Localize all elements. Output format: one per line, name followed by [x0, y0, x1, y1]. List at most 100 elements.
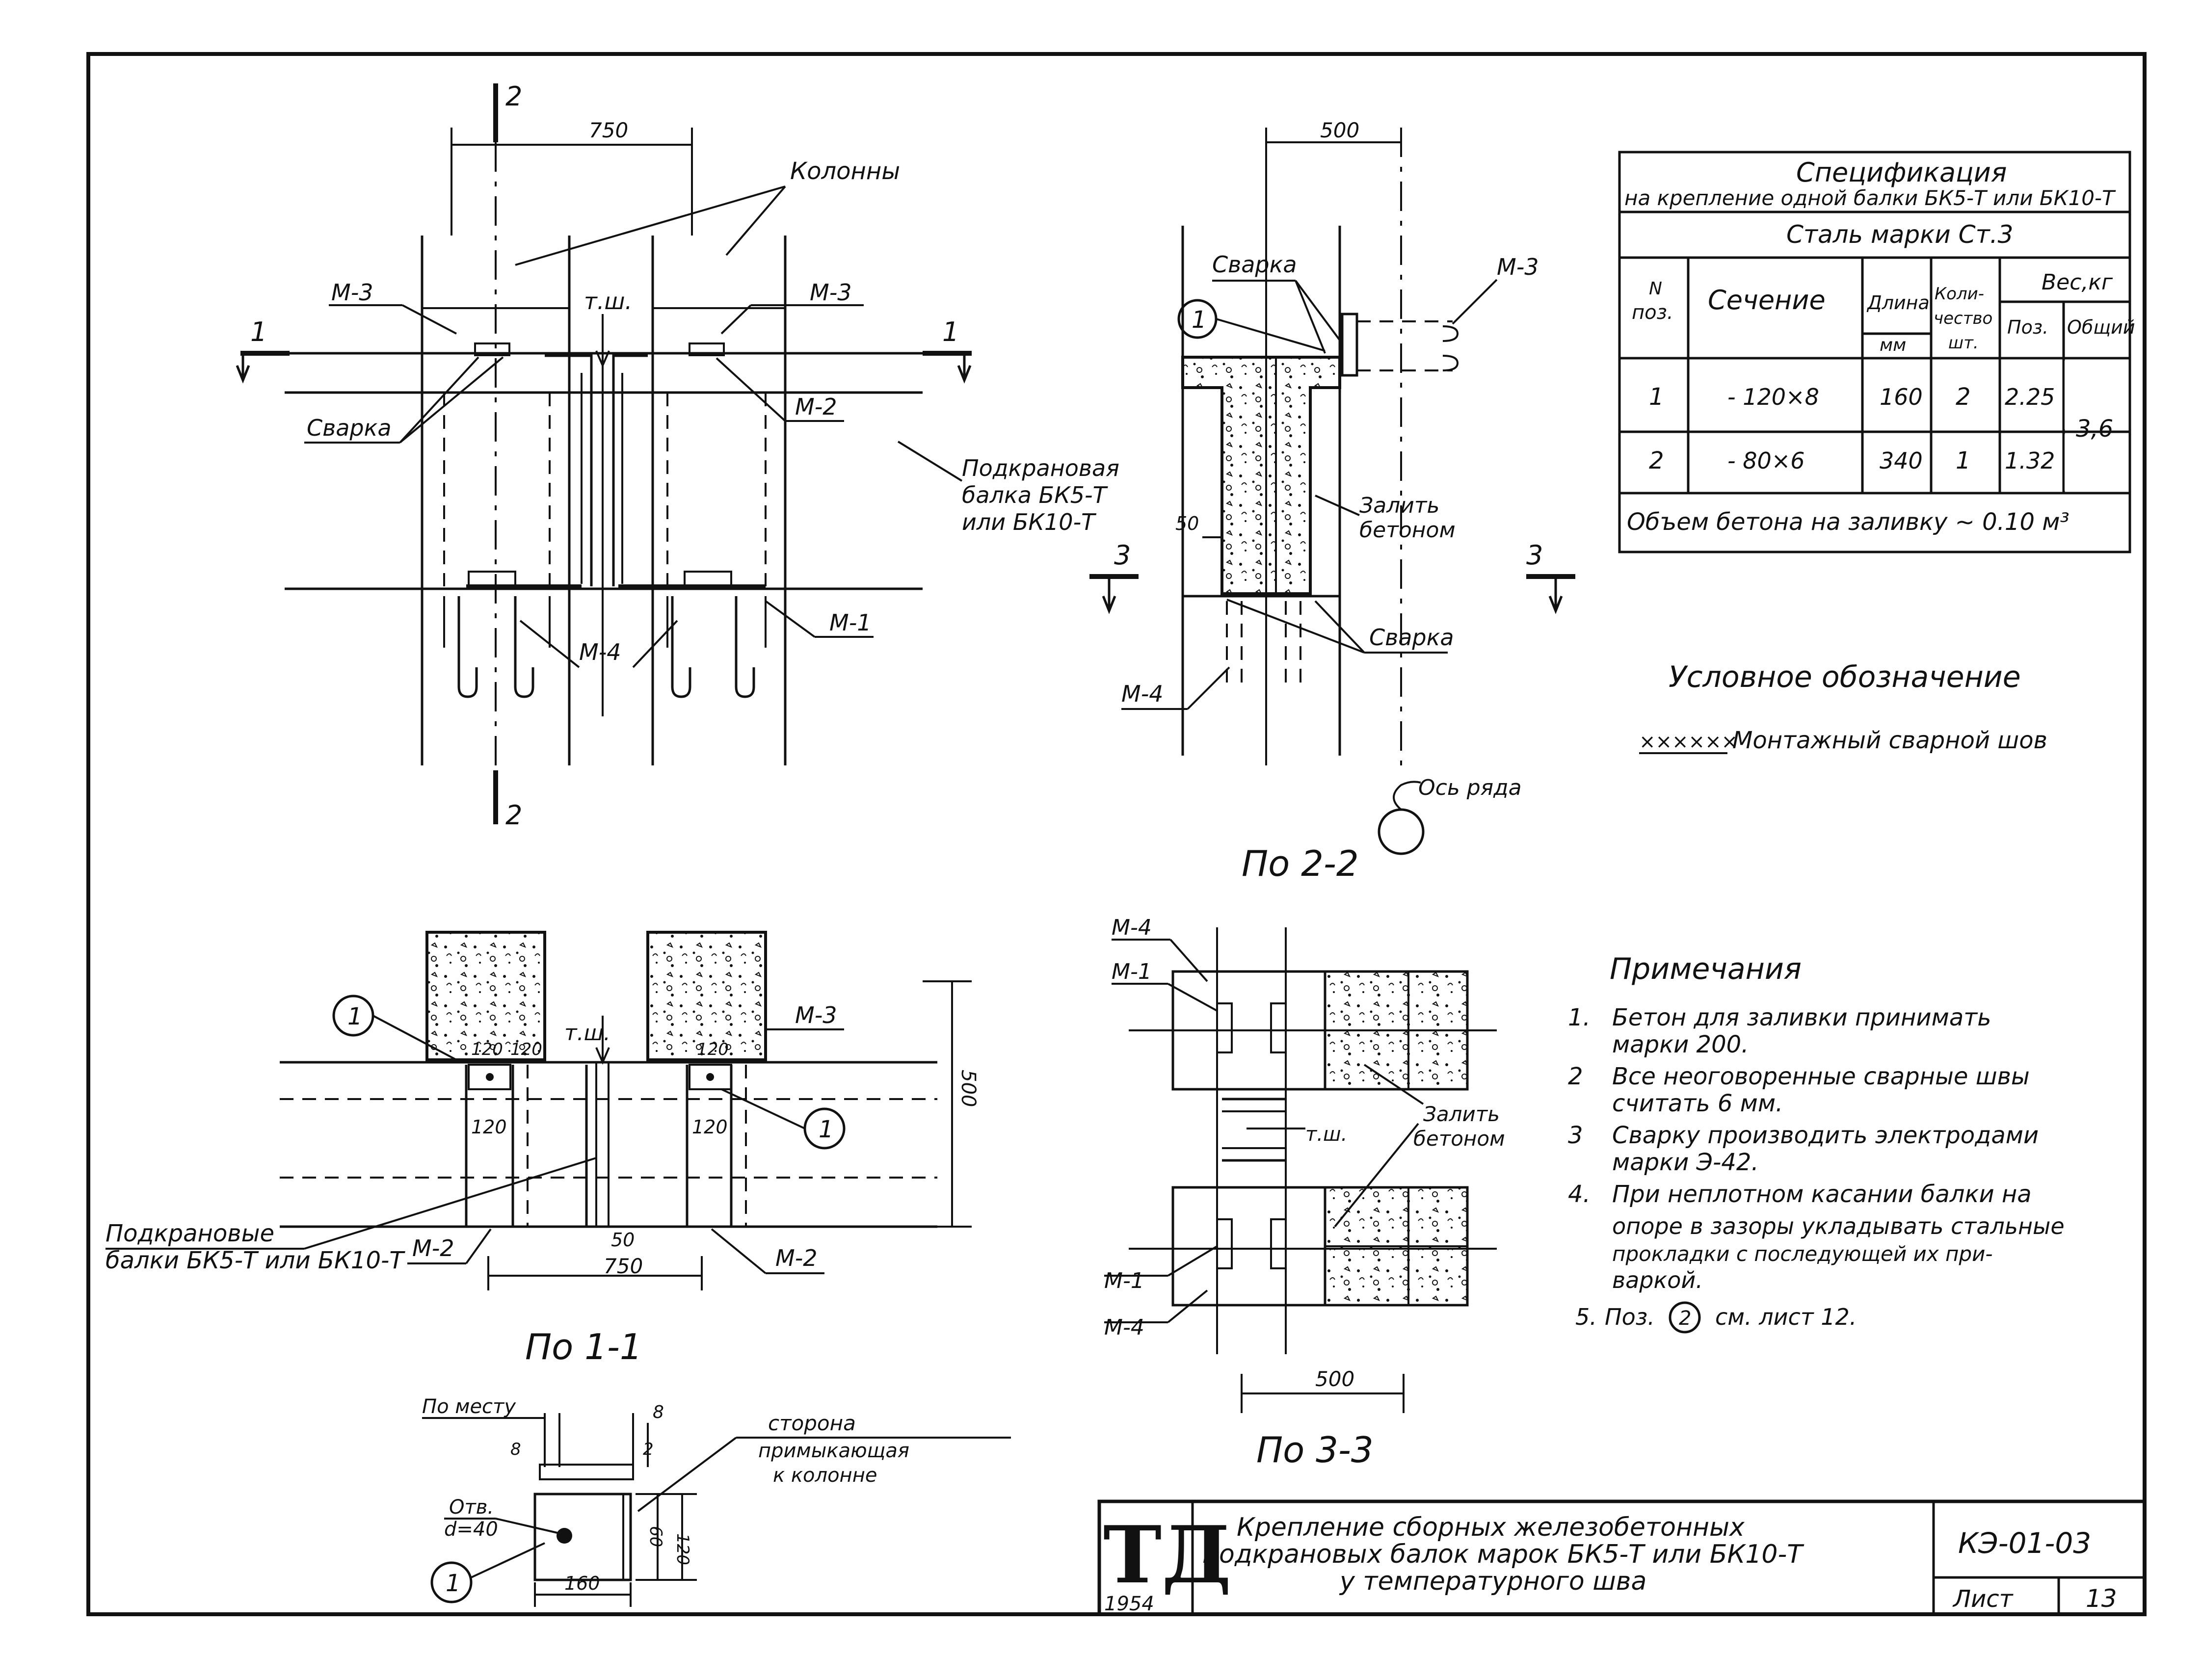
- spec-col-weight-total: Общий: [2067, 316, 2135, 338]
- section-1-left: 1: [250, 316, 267, 347]
- spec-row2-length: 340: [1880, 447, 1923, 474]
- note-4-line-1: При неплотном касании балки на: [1612, 1181, 2032, 1208]
- label-m2-1-1-right: М-2: [775, 1245, 818, 1271]
- label-in-place: По месту: [422, 1395, 516, 1418]
- legend-symbol: ××××××: [1639, 731, 1738, 753]
- label-pour-3-3-1: Залить: [1423, 1102, 1500, 1126]
- label-side-1: сторона: [768, 1411, 856, 1435]
- label-m4-top: М-4: [579, 639, 621, 665]
- label-m3-1-1: М-3: [795, 1002, 837, 1028]
- label-svarka-side-bottom: Сварка: [1369, 624, 1454, 651]
- dim-500-side: 500: [1320, 118, 1359, 142]
- view-side: 500 М-3 Сварка 1 Залить бетоном 50 3 3: [1089, 118, 1575, 884]
- note-4-line-3: прокладки с последующей их при-: [1612, 1242, 1993, 1266]
- note-3-line-1: Сварку производить электродами: [1612, 1122, 2039, 1149]
- spec-col-qty-1: Коли-: [1935, 284, 1984, 304]
- spec-col-length-1: Длина: [1866, 292, 1930, 314]
- caption-3-3: По 3-3: [1256, 1429, 1374, 1470]
- label-beam-3: или БК10-Т: [962, 509, 1097, 535]
- label-m2-top: М-2: [795, 394, 837, 420]
- note-2-line-2: считать 6 мм.: [1612, 1090, 1783, 1117]
- label-axis: Ось ряда: [1418, 775, 1522, 800]
- hole-dot: [557, 1528, 572, 1544]
- note-4-num: 4.: [1568, 1181, 1591, 1208]
- dim-750-top: 750: [589, 118, 628, 142]
- label-hole-2: d=40: [444, 1518, 498, 1541]
- spec-col-pos-2: поз.: [1632, 301, 1673, 324]
- label-tsh-top: т.ш.: [584, 288, 632, 315]
- view-top: 2 2 750 Колонны: [236, 81, 1119, 831]
- title-year: 1954: [1104, 1593, 1154, 1615]
- dim-50-side: 50: [1175, 513, 1199, 534]
- label-columns: Колонны: [790, 158, 900, 185]
- title-line-2: подкрановых балок марок БК5-Т или БК10-Т: [1202, 1540, 1804, 1569]
- spec-col-weight-pos: Поз.: [2007, 316, 2048, 338]
- note-2-num: 2: [1568, 1063, 1583, 1090]
- detail-pos-1: По месту 8 8 2 сторона примыкающая к кол…: [422, 1395, 1011, 1607]
- section-3-right: 3: [1526, 540, 1543, 571]
- note-5-a: Поз.: [1605, 1304, 1655, 1330]
- spec-row1-section: - 120×8: [1727, 384, 1819, 410]
- note-5-b: см. лист 12.: [1715, 1304, 1857, 1330]
- spec-col-weight: Вес,кг: [2042, 270, 2113, 295]
- spec-steel: Сталь марки Ст.3: [1786, 220, 2013, 249]
- legend: Условное обозначение ×××××× Монтажный св…: [1639, 660, 2047, 754]
- caption-1-1: По 1-1: [525, 1326, 642, 1367]
- spec-row1-pos: 1: [1649, 383, 1664, 411]
- dim-500-1-1: 500: [957, 1070, 980, 1107]
- label-svarka-side-top: Сварка: [1212, 251, 1297, 278]
- notes: Примечания 1. Бетон для заливки принимат…: [1568, 952, 2065, 1334]
- spec-col-qty-3: шт.: [1948, 333, 1979, 353]
- legend-title: Условное обозначение: [1669, 660, 2021, 694]
- title-code: КЭ-01-03: [1958, 1526, 2091, 1560]
- dim-120-d: 120: [510, 1040, 542, 1059]
- label-m1-top: М-1: [829, 609, 872, 636]
- spec-table: Спецификация на крепление одной балки БК…: [1618, 151, 2135, 553]
- note-5-num: 5.: [1575, 1304, 1597, 1330]
- label-beams-2: балки БК5-Т или БК10-Т: [106, 1247, 405, 1274]
- spec-total: 3,6: [2076, 415, 2113, 443]
- spec-row2-qty: 1: [1956, 447, 1971, 474]
- notes-title: Примечания: [1610, 952, 1802, 986]
- pos-1-circle-detail: [430, 1561, 473, 1603]
- dim-500-3-3: 500: [1315, 1367, 1354, 1391]
- sheet-border: [86, 52, 2147, 1616]
- note-4-line-4: варкой.: [1612, 1267, 1703, 1293]
- note-1-line-1: Бетон для заливки принимать: [1612, 1004, 1991, 1031]
- dim-60: 60: [646, 1526, 665, 1547]
- section-mark-2-top: 2: [505, 81, 522, 112]
- spec-col-pos-1: N: [1649, 279, 1662, 299]
- spec-concrete: Объем бетона на заливку ~ 0.10 м³: [1627, 508, 2069, 536]
- label-pour-side-2: бетоном: [1359, 518, 1456, 543]
- label-hole-1: Отв.: [449, 1496, 494, 1519]
- note-1-num: 1.: [1568, 1004, 1591, 1031]
- label-m4-side: М-4: [1121, 681, 1164, 707]
- dim-160: 160: [564, 1573, 600, 1594]
- section-3-left: 3: [1114, 540, 1131, 571]
- label-m4-3-3-top: М-4: [1112, 915, 1152, 940]
- label-tsh-1-1: т.ш.: [564, 1021, 610, 1046]
- pos-1-1-1-left: 1: [347, 1003, 363, 1030]
- spec-col-qty-2: чество: [1934, 309, 1992, 328]
- spec-row2-pos: 2: [1649, 447, 1664, 474]
- dim-120-detail: 120: [673, 1533, 692, 1565]
- spec-col-section: Сечение: [1708, 285, 1826, 315]
- note-5-circle: [1669, 1301, 1701, 1334]
- label-m4-3-3-bottom: М-4: [1104, 1315, 1144, 1340]
- spec-row1-weight: 2.25: [2005, 384, 2055, 410]
- section-mark-2-bottom: 2: [505, 800, 522, 831]
- label-beam-1: Подкрановая: [962, 455, 1119, 481]
- spec-row2-section: - 80×6: [1727, 447, 1805, 474]
- dim-50-1-1: 50: [611, 1229, 635, 1251]
- label-beam-2: балка БК5-Т: [962, 482, 1109, 508]
- section-1-right: 1: [942, 316, 959, 347]
- spec-title-2: на крепление одной балки БК5-Т или БК10-…: [1624, 186, 2116, 210]
- spec-title-1: Спецификация: [1796, 157, 2007, 188]
- dim-750-1-1: 750: [604, 1254, 643, 1278]
- label-pour-side-1: Залить: [1359, 493, 1439, 518]
- spec-row2-weight: 1.32: [2005, 447, 2055, 474]
- pos-1-side: 1: [1192, 306, 1207, 334]
- view-3-3: М-4 М-1 т.ш. Залить бетоном М-1 М-4 500 …: [1104, 915, 1505, 1470]
- note-1-line-2: марки 200.: [1612, 1031, 1749, 1058]
